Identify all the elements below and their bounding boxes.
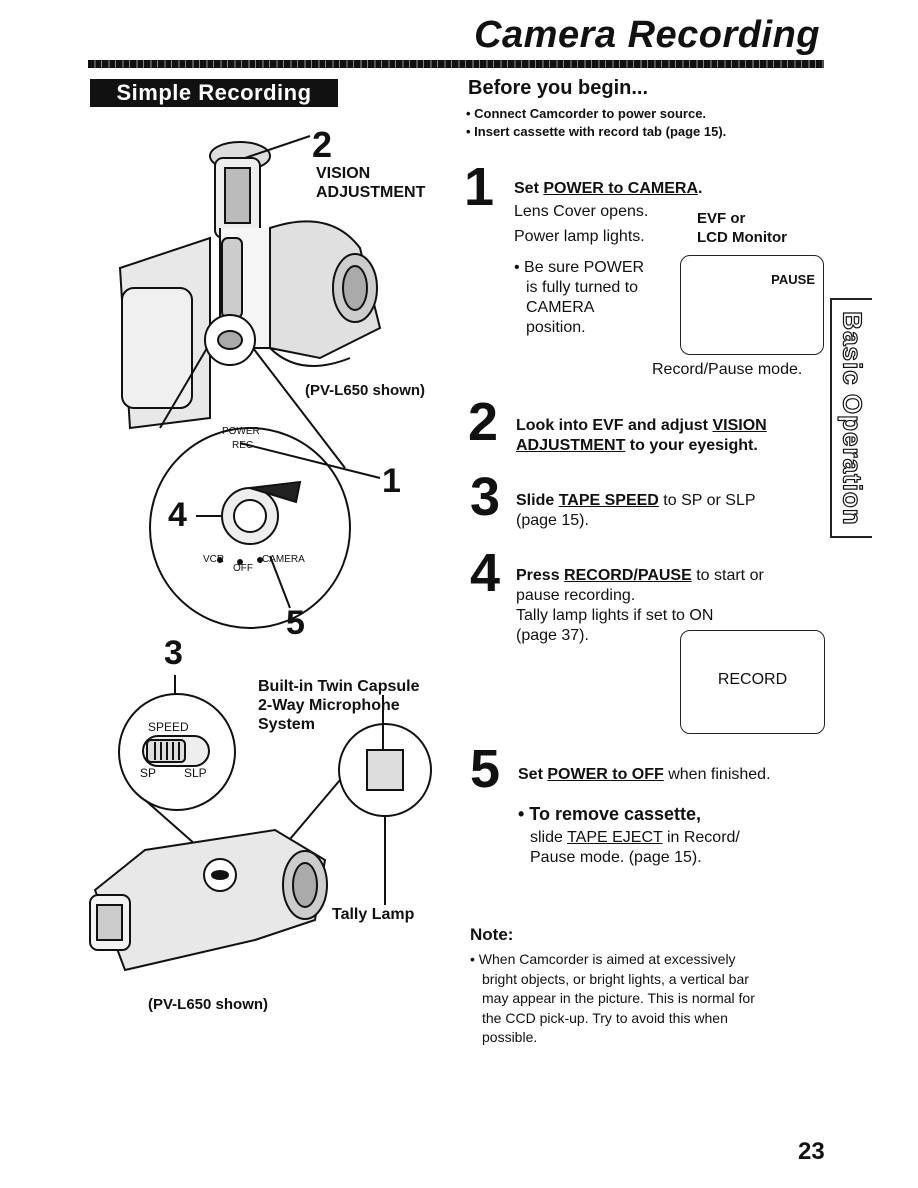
step-2-head-link2: ADJUSTMENT <box>516 437 626 454</box>
step-1-sub: • Be sure POWER is fully turned to CAMER… <box>514 258 674 338</box>
step-1-head-link: POWER to CAMERA <box>543 180 698 197</box>
vision-label-2: ADJUSTMENT <box>316 184 426 201</box>
step-1-head-prefix: Set <box>514 180 544 197</box>
callout-5: 5 <box>286 604 305 642</box>
step-4-suffix: to start or <box>691 567 764 584</box>
before-bullet-1: • Connect Camcorder to power source. <box>466 106 707 121</box>
step-3-suffix: to SP or SLP <box>658 492 756 509</box>
step-4-head-prefix: Press <box>516 567 565 584</box>
step-1-sub-line: • Be sure POWER <box>514 259 645 276</box>
step-2-head-link1: VISION <box>712 417 767 434</box>
step-5-sub-text: slide TAPE EJECT in Record/ Pause mode. … <box>530 828 740 868</box>
step-2-head-prefix: Look into EVF and adjust <box>516 417 713 434</box>
callout-2: 2 <box>312 124 333 165</box>
speed-label: SPEED <box>148 720 189 734</box>
step-5-number: 5 <box>470 739 501 799</box>
bottom-model-caption: (PV-L650 shown) <box>148 996 269 1013</box>
callout-3: 3 <box>164 634 183 672</box>
callout-1: 1 <box>382 462 401 500</box>
section-banner: Simple Recording <box>90 79 338 107</box>
note-line: • When Camcorder is aimed at excessively <box>470 951 736 967</box>
top-model-caption: (PV-L650 shown) <box>305 382 426 399</box>
before-bullet-2: • Insert cassette with record tab (page … <box>466 124 727 139</box>
step-5-text: Set POWER to OFF when finished. <box>518 765 771 785</box>
side-tab: Basic Operation <box>830 298 872 538</box>
camcorder-top-illustration <box>118 135 382 629</box>
note-line: the CCD pick-up. Try to avoid this when <box>482 1009 728 1026</box>
side-tab-label: Basic Operation <box>837 310 868 526</box>
camera-label: CAMERA <box>262 554 305 565</box>
step-5-sub-link: TAPE EJECT <box>567 829 663 846</box>
off-label: OFF <box>233 563 253 574</box>
tally-label: Tally Lamp <box>332 906 415 923</box>
step-5-sub-suffix: in Record/ <box>662 829 740 846</box>
step-1-sub-line: CAMERA <box>526 299 595 316</box>
rec-label: REC <box>232 440 254 451</box>
page-number: 23 <box>798 1138 825 1165</box>
note-line: may appear in the picture. This is norma… <box>482 990 755 1006</box>
mic-label-2: 2-Way Microphone <box>258 697 400 714</box>
step-1-head-suffix: . <box>698 180 703 197</box>
step-1-line2: Power lamp lights. <box>514 228 645 245</box>
step-2-number: 2 <box>468 392 499 452</box>
step-1-heading: Set POWER to CAMERA. <box>514 180 702 198</box>
step-5-suffix: when finished. <box>663 766 771 783</box>
step-5-head-prefix: Set <box>518 766 548 783</box>
callout-4: 4 <box>168 496 187 534</box>
step-1-number: 1 <box>464 157 495 217</box>
evf-screen-pause: PAUSE <box>680 255 824 355</box>
before-title: Before you begin... <box>468 77 649 99</box>
step-1-line1: Lens Cover opens. <box>514 203 649 220</box>
evf-screen-record: RECORD <box>680 630 825 734</box>
step-3-head-prefix: Slide <box>516 492 559 509</box>
step-4-head-link: RECORD/PAUSE <box>564 567 692 584</box>
step-3-text: Slide TAPE SPEED to SP or SLP (page 15). <box>516 491 756 531</box>
step-2-head-suffix: to your eyesight. <box>625 437 758 454</box>
step-3-line2: (page 15). <box>516 512 589 529</box>
step-4-number: 4 <box>470 543 501 603</box>
step-4-line3: Tally lamp lights if set to ON <box>516 607 714 624</box>
step-2-heading: Look into EVF and adjust VISION ADJUSTME… <box>516 416 816 456</box>
step-3-head-link: TAPE SPEED <box>558 492 659 509</box>
header-rule <box>88 60 824 68</box>
note-line: possible. <box>482 1029 538 1045</box>
step-4-text: Press RECORD/PAUSE to start or pause rec… <box>516 566 764 646</box>
page-title: Camera Recording <box>474 14 820 56</box>
mic-label-3: System <box>258 716 315 733</box>
sp-label: SP <box>140 766 157 780</box>
power-label: POWER <box>222 426 260 437</box>
screen-pause-text: PAUSE <box>771 272 815 287</box>
step-1-caption: Record/Pause mode. <box>652 361 803 378</box>
step-4-line4: (page 37). <box>516 627 589 644</box>
step-1-sub-line: is fully turned to <box>526 279 639 296</box>
step-5-sub-line2: Pause mode. (page 15). <box>530 849 702 866</box>
step-4-line2: pause recording. <box>516 587 636 604</box>
step-5-head-link: POWER to OFF <box>547 766 664 783</box>
note-body: • When Camcorder is aimed at excessively… <box>470 950 755 1048</box>
step-5-subhead: • To remove cassette, <box>518 804 702 824</box>
step-1-sub-line: position. <box>526 319 586 336</box>
screen-record-text: RECORD <box>717 671 788 688</box>
camcorder-bottom-illustration <box>89 675 432 972</box>
vcr-label: VCR <box>203 554 225 565</box>
note-line: bright objects, or bright lights, a vert… <box>482 970 749 987</box>
step-5-sub-prefix: slide <box>530 829 568 846</box>
vision-label-1: VISION <box>316 165 371 182</box>
evf-label-2: LCD Monitor <box>697 229 787 246</box>
slp-label: SLP <box>184 766 207 780</box>
mic-label-1: Built-in Twin Capsule <box>258 678 420 695</box>
note-title: Note: <box>470 925 514 944</box>
step-3-number: 3 <box>470 467 501 527</box>
evf-label-1: EVF or <box>697 210 746 227</box>
